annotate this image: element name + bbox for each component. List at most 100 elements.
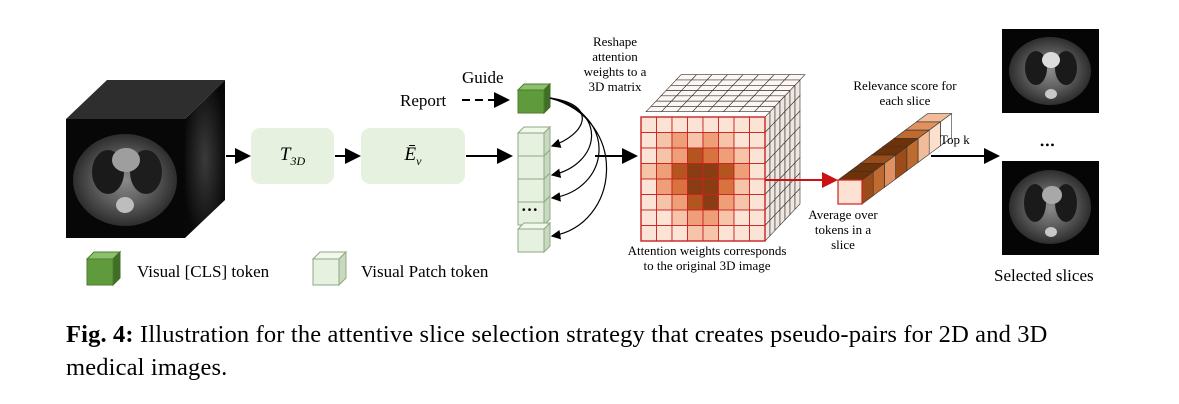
attention-weight-cell: [749, 209, 766, 226]
patch-token-cube: [517, 194, 551, 227]
attention-weight-cell: [656, 194, 673, 211]
selected-slice-top: [1002, 29, 1099, 113]
attention-weight-cell: [749, 178, 766, 195]
ev-projection-block: Ēv: [361, 128, 465, 184]
attention-grid-3d: [640, 74, 806, 242]
legend-patch-cube: [311, 250, 348, 287]
attention-weight-cell: [702, 194, 719, 211]
attention-weight-cell: [702, 209, 719, 226]
ct-volume-cube: [66, 80, 225, 238]
diagram-canvas: [66, 29, 1099, 287]
attention-weight-cell: [640, 147, 657, 164]
attention-weight-cell: [656, 116, 673, 133]
attention-weight-cell: [733, 194, 750, 211]
t3d-label: T3D: [279, 143, 306, 168]
attention-weight-cell: [687, 178, 704, 195]
attention-weight-cell: [640, 178, 657, 195]
attention-weight-cell: [702, 225, 719, 242]
attention-weight-cell: [671, 132, 688, 149]
attention-weight-cell: [640, 163, 657, 180]
attention-weight-cell: [749, 194, 766, 211]
attention-weight-cell: [687, 116, 704, 133]
attention-weight-cell: [687, 132, 704, 149]
attention-weight-cell: [687, 163, 704, 180]
attention-weight-cell: [671, 194, 688, 211]
attention-weight-cell: [671, 209, 688, 226]
figure-caption: Fig. 4: Illustration for the attentive s…: [66, 318, 1126, 384]
attention-weight-cell: [702, 178, 719, 195]
patch-token-stack: [516, 125, 552, 227]
attention-weight-cell: [733, 147, 750, 164]
attention-weight-cell: [687, 194, 704, 211]
token-column: [516, 82, 552, 254]
attention-weight-cell: [656, 178, 673, 195]
caption-text: Illustration for the attentive slice sel…: [66, 321, 1048, 381]
attention-weight-cell: [733, 163, 750, 180]
attention-weight-cell: [671, 178, 688, 195]
attention-weight-cell: [640, 194, 657, 211]
attention-weight-cell: [656, 147, 673, 164]
attention-weight-cell: [702, 132, 719, 149]
attention-weight-cell: [718, 225, 735, 242]
attention-weight-cell: [718, 178, 735, 195]
attention-weight-cell: [718, 132, 735, 149]
t3d-encoder-block: T3D: [251, 128, 334, 184]
patch-token-cube: [517, 148, 551, 181]
attention-weight-cell: [702, 163, 719, 180]
attention-weight-cell: [671, 147, 688, 164]
attention-side-cell: [794, 187, 801, 211]
attention-weight-cell: [749, 116, 766, 133]
legend-patch-label: Visual Patch token: [361, 262, 489, 281]
attention-weight-cell: [718, 147, 735, 164]
reshape-label: Reshape attention weights to a 3D matrix: [583, 34, 647, 94]
attention-weight-cell: [687, 209, 704, 226]
slices-dots: •••: [1040, 138, 1056, 152]
selected-slices-label: Selected slices: [994, 266, 1094, 285]
attention-weight-cell: [640, 116, 657, 133]
attention-weight-cell: [749, 225, 766, 242]
attention-weight-cell: [733, 178, 750, 195]
relevance-score-bar: [837, 113, 953, 205]
attention-weight-cell: [749, 163, 766, 180]
legend-cls-cube: [85, 250, 122, 287]
attention-weight-cell: [640, 132, 657, 149]
attention-weight-cell: [656, 132, 673, 149]
attention-weight-cell: [718, 194, 735, 211]
attention-weight-cell: [733, 116, 750, 133]
token-ellipsis: …: [521, 196, 538, 215]
caption-prefix: Fig. 4:: [66, 321, 134, 348]
attention-weight-cell: [749, 132, 766, 149]
attention-weight-cell: [702, 147, 719, 164]
attention-weight-cell: [671, 225, 688, 242]
topk-label: Top k: [940, 132, 970, 147]
attention-weight-cell: [718, 209, 735, 226]
attention-weight-cell: [671, 116, 688, 133]
selected-slice-bottom: [1002, 161, 1099, 255]
relevance-first-slice: [837, 179, 863, 205]
attention-weight-cell: [687, 147, 704, 164]
patch-token-single: [516, 221, 552, 254]
attention-weight-cell: [718, 116, 735, 133]
patch-token-cube: [516, 125, 552, 158]
attention-weight-cell: [640, 209, 657, 226]
cls-token-cube: [516, 82, 552, 115]
ev-label: Ēv: [404, 143, 422, 168]
report-label: Report: [400, 91, 447, 110]
attention-weights-label: Attention weights corresponds to the ori…: [627, 243, 787, 273]
attention-weight-cell: [671, 163, 688, 180]
attention-weight-cell: [733, 132, 750, 149]
attention-weight-cell: [733, 209, 750, 226]
average-label: Average over tokens in a slice: [808, 207, 878, 252]
attention-curves: [549, 97, 608, 240]
attention-weight-cell: [656, 209, 673, 226]
attention-weight-cell: [656, 225, 673, 242]
attention-weight-cell: [656, 163, 673, 180]
guide-label: Guide: [462, 68, 504, 87]
attention-weight-cell: [749, 147, 766, 164]
attention-weight-cell: [702, 116, 719, 133]
relevance-score-label: Relevance score for each slice: [853, 78, 957, 108]
attention-weight-cell: [640, 225, 657, 242]
attention-weight-cell: [687, 225, 704, 242]
attention-weight-cell: [718, 163, 735, 180]
attention-weight-cell: [733, 225, 750, 242]
